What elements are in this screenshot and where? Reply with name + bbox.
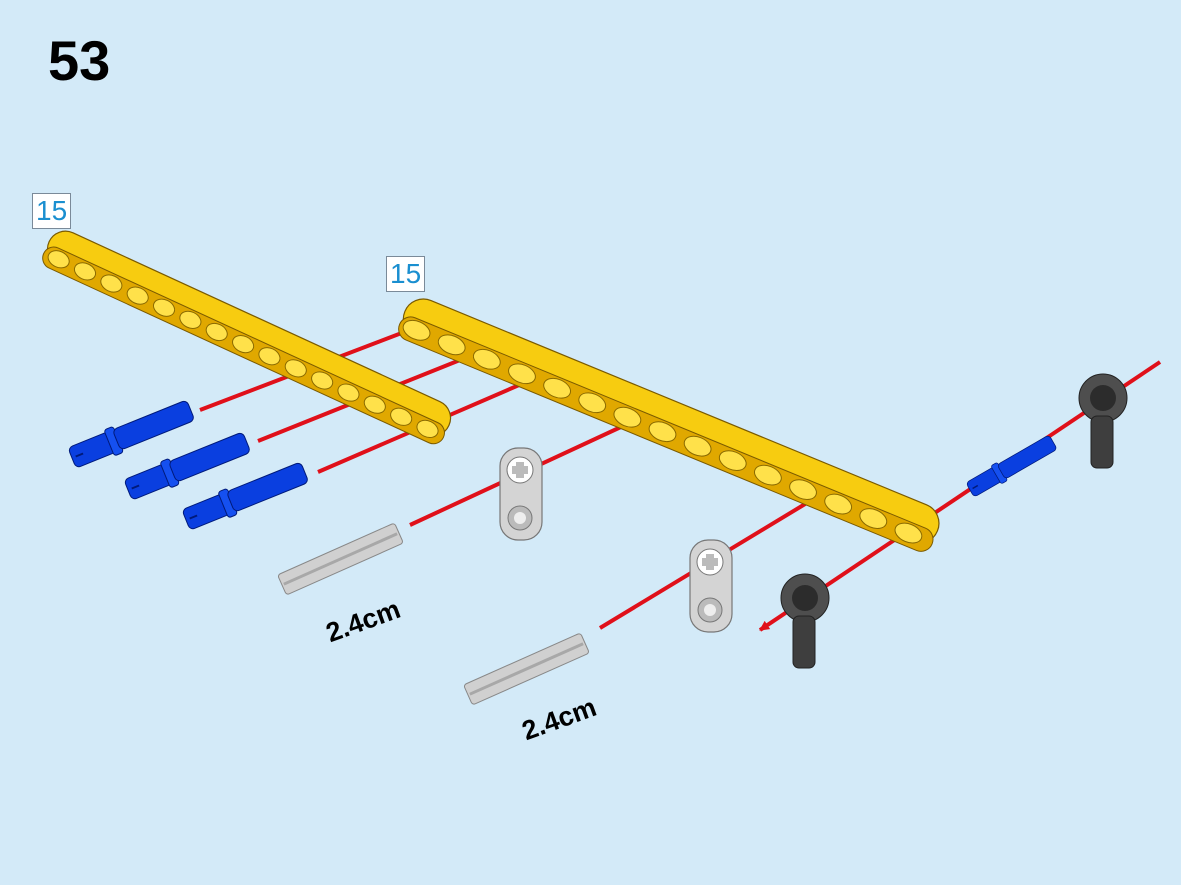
blue-pin-right xyxy=(964,432,1060,500)
beam-15-right xyxy=(398,298,940,552)
dark-connector-1 xyxy=(1078,373,1128,469)
step-number: 53 xyxy=(48,29,111,92)
part-quantity-label: 15 xyxy=(32,193,72,229)
part-quantity-label: 15 xyxy=(386,256,426,292)
dark-connector-2 xyxy=(780,573,830,669)
beam-15-left xyxy=(42,230,452,445)
axle-2 xyxy=(462,631,591,707)
light-connector-1 xyxy=(499,447,543,541)
light-connector-2 xyxy=(689,539,733,633)
axle-1 xyxy=(276,521,405,597)
